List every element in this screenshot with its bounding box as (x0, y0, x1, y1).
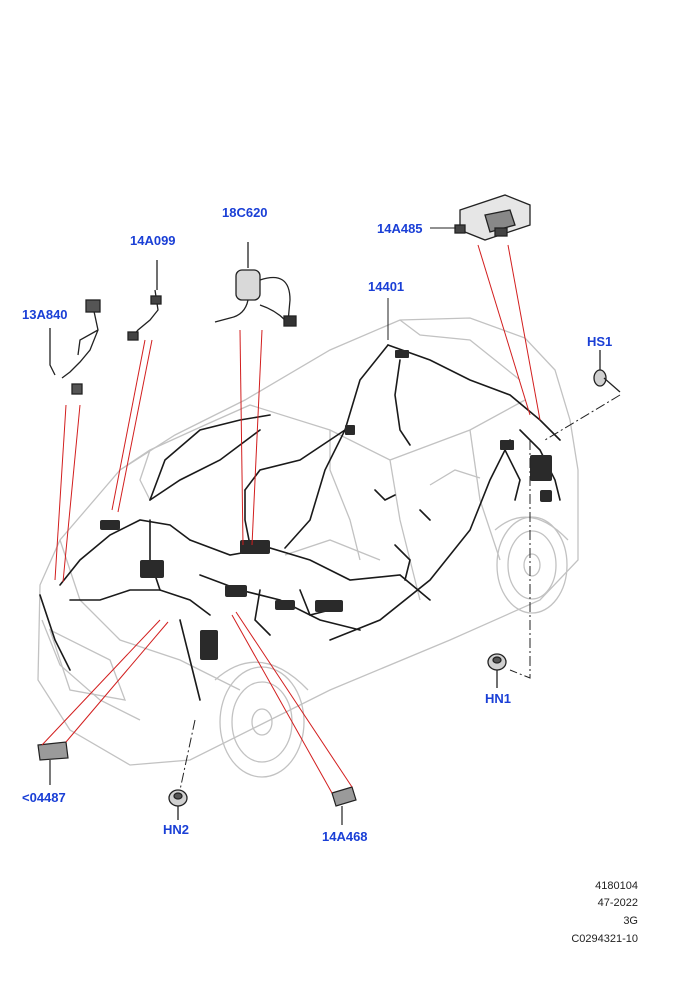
component-hn1-icon (487, 653, 507, 688)
red-detail-lines (41, 244, 541, 794)
callout-04487: <04487 (22, 790, 66, 805)
callout-hn2: HN2 (163, 822, 190, 837)
reference-code-1: 4180104 (595, 880, 638, 892)
callout-14a485: 14A485 (377, 221, 423, 236)
component-14a099-icon (127, 260, 162, 341)
component-hn2-icon (168, 789, 188, 820)
callout-14401: 14401 (368, 279, 405, 294)
harness-network (39, 344, 561, 701)
component-14a468-icon (331, 786, 357, 825)
reference-date: 47-2022 (597, 897, 638, 909)
callout-13a840: 13A840 (22, 307, 68, 322)
callout-hn1: HN1 (485, 691, 512, 706)
dash-dot-lines (179, 394, 621, 791)
callout-leaders (387, 227, 456, 340)
callout-18c620: 18C620 (222, 205, 268, 220)
component-13a840-icon (49, 299, 101, 395)
component-14a485-icon (454, 194, 531, 241)
component-18c620-icon (214, 242, 297, 327)
component-04487-icon (37, 741, 69, 785)
callout-14a468: 14A468 (322, 829, 368, 844)
component-hs1-icon (593, 350, 621, 393)
reference-drawing-number: C0294321-10 (571, 933, 638, 945)
callout-14a099: 14A099 (130, 233, 176, 248)
callout-hs1: HS1 (587, 334, 613, 349)
connector-blocks (100, 350, 552, 660)
vehicle-outline (37, 317, 579, 778)
reference-variant: 3G (623, 915, 638, 927)
